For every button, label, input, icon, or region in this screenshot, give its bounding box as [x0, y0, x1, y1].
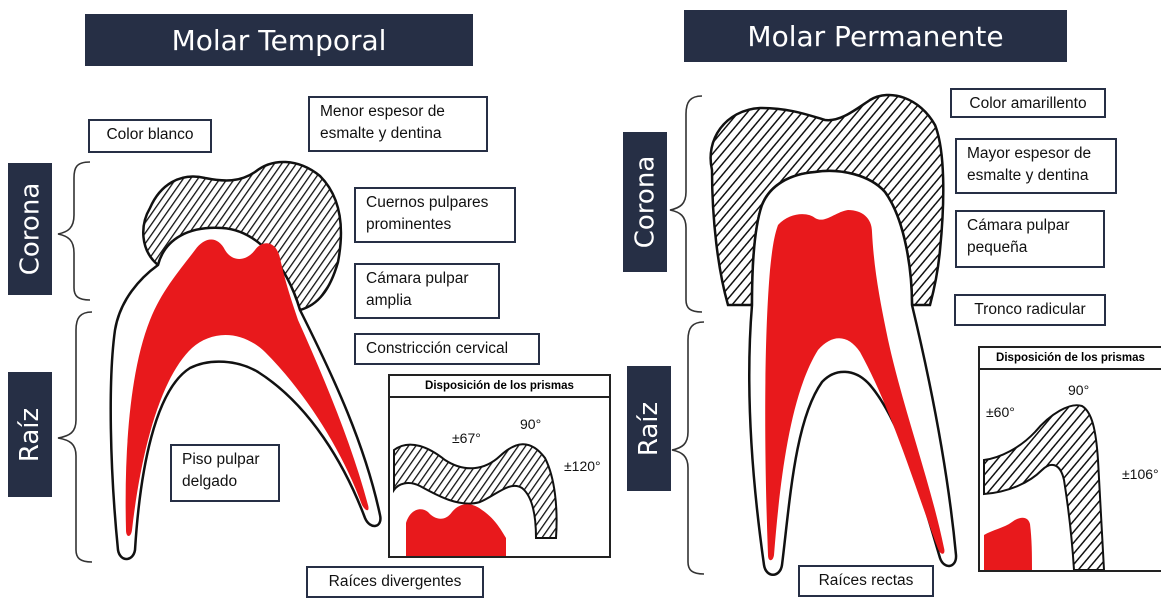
- temporal-angle-120: ±120°: [564, 458, 601, 474]
- permanente-raiz-label: Raíz: [627, 366, 671, 491]
- permanente-corona-label: Corona: [623, 132, 667, 272]
- note-cuernos-pulpares: Cuernos pulpares prominentes: [354, 187, 516, 243]
- note-mayor-espesor-line1: Mayor espesor de: [967, 143, 1105, 165]
- note-menor-espesor-line2: esmalte y dentina: [320, 123, 476, 145]
- note-piso-line1: Piso pulpar: [182, 449, 268, 471]
- temporal-angle-67: ±67°: [452, 430, 481, 446]
- temporal-inset-drawing: [390, 398, 609, 558]
- note-constriccion-cervical: Constricción cervical: [354, 333, 540, 365]
- temporal-angle-90: 90°: [520, 416, 541, 432]
- permanente-angle-90: 90°: [1068, 382, 1089, 398]
- note-camara-amplia-line2: amplia: [366, 290, 488, 312]
- note-tronco-radicular: Tronco radicular: [954, 294, 1106, 326]
- note-mayor-espesor-line2: esmalte y dentina: [967, 165, 1105, 187]
- temporal-raiz-label: Raíz: [8, 372, 52, 497]
- note-cuernos-line1: Cuernos pulpares: [366, 192, 504, 214]
- note-menor-espesor: Menor espesor de esmalte y dentina: [308, 96, 488, 152]
- note-camara-pequena-line2: pequeña: [967, 237, 1093, 259]
- permanente-angle-60: ±60°: [986, 404, 1015, 420]
- temporal-corona-label: Corona: [8, 163, 52, 295]
- note-color-blanco: Color blanco: [88, 119, 212, 153]
- permanente-angle-106: ±106°: [1122, 466, 1159, 482]
- temporal-title: Molar Temporal: [85, 14, 473, 66]
- temporal-inset-title: Disposición de los prismas: [390, 376, 609, 398]
- note-camara-pequena-line1: Cámara pulpar: [967, 215, 1093, 237]
- permanente-raiz-brace: [672, 322, 704, 574]
- note-raices-divergentes: Raíces divergentes: [306, 566, 484, 598]
- note-color-amarillento: Color amarillento: [950, 88, 1106, 118]
- permanente-title: Molar Permanente: [684, 10, 1067, 62]
- temporal-raiz-brace: [58, 312, 92, 562]
- temporal-corona-brace: [58, 162, 90, 300]
- note-mayor-espesor: Mayor espesor de esmalte y dentina: [955, 138, 1117, 194]
- temporal-inset-pulp: [406, 504, 506, 558]
- note-camara-pequena: Cámara pulpar pequeña: [955, 210, 1105, 268]
- permanente-inset-title: Disposición de los prismas: [980, 348, 1161, 370]
- note-cuernos-line2: prominentes: [366, 214, 504, 236]
- note-menor-espesor-line1: Menor espesor de: [320, 101, 476, 123]
- note-raices-rectas: Raíces rectas: [798, 565, 934, 597]
- note-piso-pulpar: Piso pulpar delgado: [170, 444, 280, 502]
- permanente-tooth: [711, 95, 956, 575]
- temporal-prism-inset: Disposición de los prismas ±67° 90° ±120…: [388, 374, 611, 558]
- permanente-inset-pulp: [984, 518, 1032, 572]
- note-piso-line2: delgado: [182, 471, 268, 493]
- permanente-corona-brace: [670, 96, 702, 312]
- note-camara-amplia-line1: Cámara pulpar: [366, 268, 488, 290]
- permanente-prism-inset: Disposición de los prismas ±60° 90° ±106…: [978, 346, 1161, 572]
- note-camara-amplia: Cámara pulpar amplia: [354, 263, 500, 319]
